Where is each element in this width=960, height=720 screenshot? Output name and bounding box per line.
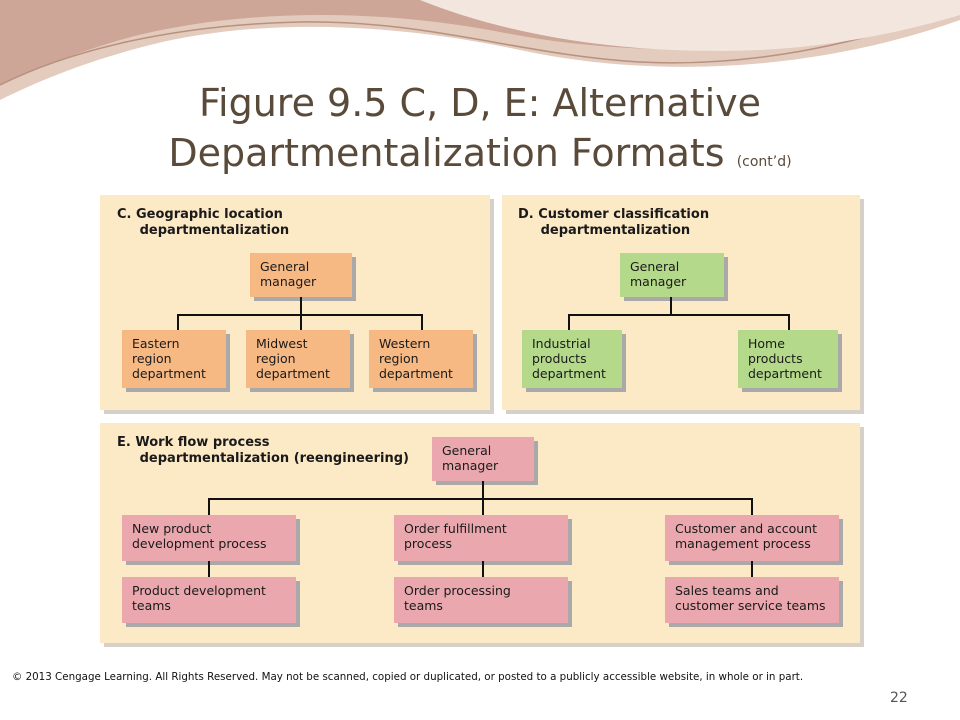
- panel-e-sales-service-teams-box: Sales teams and customer service teams: [665, 577, 839, 623]
- panel-c-general-manager-box: General manager: [250, 253, 352, 297]
- panel-e-customer-account-process-box: Customer and account management process: [665, 515, 839, 561]
- connector: [482, 481, 484, 499]
- panel-c-label: C. Geographic location departmentalizati…: [117, 207, 290, 238]
- copyright-footer: © 2013 Cengage Learning. All Rights Rese…: [12, 671, 804, 683]
- header-swoosh-decoration: [0, 0, 960, 100]
- panel-d-general-manager-box: General manager: [620, 253, 724, 297]
- connector: [670, 297, 672, 315]
- connector: [751, 561, 753, 577]
- connector: [208, 498, 753, 500]
- title-suffix: (cont’d): [736, 154, 792, 170]
- panel-e-label: E. Work flow process departmentalization…: [117, 435, 409, 466]
- panel-c-western-region-box: Western region department: [369, 330, 473, 388]
- panel-e-order-fulfillment-process-box: Order fulfillment process: [394, 515, 568, 561]
- panel-e-general-manager-box: General manager: [432, 437, 534, 481]
- panel-c-midwest-region-box: Midwest region department: [246, 330, 350, 388]
- title-line-2-text: Departmentalization Formats: [168, 131, 725, 175]
- connector: [482, 561, 484, 577]
- panel-e-order-processing-teams-box: Order processing teams: [394, 577, 568, 623]
- connector: [300, 314, 302, 330]
- panel-e-product-development-teams-box: Product development teams: [122, 577, 296, 623]
- panel-c-eastern-region-box: Eastern region department: [122, 330, 226, 388]
- panel-d-home-products-box: Home products department: [738, 330, 838, 388]
- connector: [421, 314, 423, 330]
- panel-d-industrial-products-box: Industrial products department: [522, 330, 622, 388]
- panel-d-label: D. Customer classification departmentali…: [518, 207, 710, 238]
- connector: [208, 561, 210, 577]
- title-line-1: Figure 9.5 C, D, E: Alternative: [198, 81, 762, 125]
- page-number: 22: [890, 690, 908, 706]
- connector: [788, 314, 790, 330]
- panel-e-new-product-process-box: New product development process: [122, 515, 296, 561]
- title-line-2: Departmentalization Formats (cont’d): [0, 128, 960, 187]
- connector: [208, 498, 210, 515]
- connector: [568, 314, 570, 330]
- connector: [568, 314, 790, 316]
- connector: [300, 297, 302, 315]
- connector: [482, 498, 484, 515]
- slide-title: Figure 9.5 C, D, E: Alternative Departme…: [0, 78, 960, 187]
- connector: [177, 314, 179, 330]
- connector: [751, 498, 753, 515]
